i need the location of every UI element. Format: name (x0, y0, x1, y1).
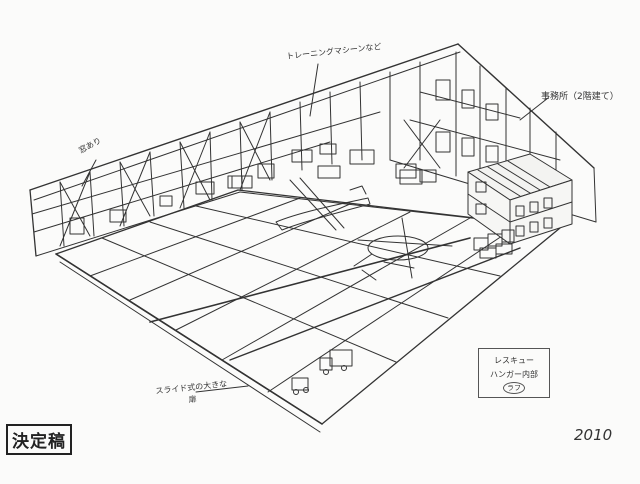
office-note: 事務所（2階建て） (541, 92, 619, 102)
helicopter (353, 217, 453, 281)
rescue-trucks (291, 349, 353, 395)
airplane (275, 177, 371, 231)
final-draft-stamp: 決定稿 (6, 424, 72, 455)
hangar-floor (55, 189, 561, 433)
caption-line2: ハンガー内部 (490, 370, 538, 379)
office-building (467, 153, 573, 245)
caption-rough-mark: ラフ (503, 382, 525, 394)
caption-line1: レスキュー (494, 356, 534, 365)
caption-line3: ラフ (479, 382, 549, 394)
year-label: 2010 (574, 426, 613, 444)
caption-box: レスキュー ハンガー内部 ラフ (478, 348, 550, 398)
annotation-leaders (81, 63, 549, 393)
ground-vehicles (231, 165, 423, 189)
cargo-crates (473, 229, 515, 259)
left-wall (29, 43, 561, 257)
